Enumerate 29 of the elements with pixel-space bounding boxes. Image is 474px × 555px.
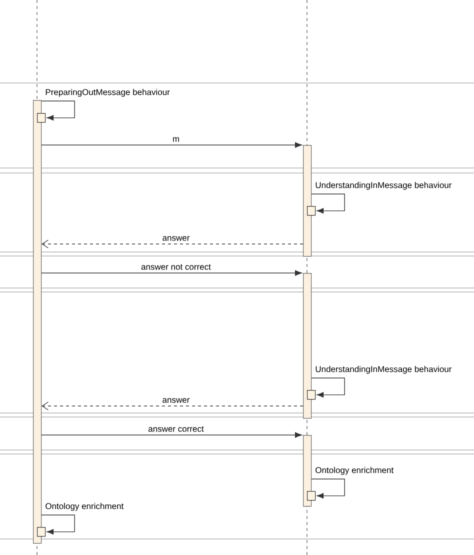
execution-box bbox=[307, 491, 316, 501]
self-call-arrow bbox=[311, 478, 345, 499]
return-arrow bbox=[42, 240, 304, 248]
message-label: Ontology enrichment bbox=[46, 502, 124, 511]
message-label: UnderstandingInMessage behaviour bbox=[316, 366, 452, 374]
message-label: answer not correct bbox=[141, 264, 211, 270]
message-label: answer correct bbox=[148, 426, 204, 432]
message-label: answer bbox=[162, 398, 190, 403]
self-call-arrow bbox=[311, 378, 345, 398]
execution-box bbox=[37, 113, 46, 123]
self-call-arrow bbox=[41, 100, 75, 121]
message-label: UnderstandingInMessage behaviour bbox=[316, 182, 452, 190]
message-label: m bbox=[173, 137, 179, 142]
message-label: answer bbox=[162, 236, 190, 241]
message-arrow bbox=[41, 432, 302, 438]
activation-bar bbox=[303, 273, 312, 419]
message-label: Ontology enrichment bbox=[316, 466, 394, 475]
self-call-arrow bbox=[311, 194, 345, 214]
message-arrow bbox=[41, 142, 302, 148]
execution-box bbox=[37, 527, 46, 537]
activation-bar bbox=[303, 145, 312, 257]
self-call-arrow bbox=[41, 514, 75, 535]
return-arrow bbox=[42, 402, 304, 410]
message-arrow bbox=[41, 270, 302, 276]
activation-bar bbox=[33, 100, 42, 544]
execution-box bbox=[307, 206, 316, 216]
activation-bar bbox=[303, 435, 312, 507]
message-label: PreparingOutMessage behaviour bbox=[46, 88, 170, 97]
execution-box bbox=[307, 390, 316, 400]
